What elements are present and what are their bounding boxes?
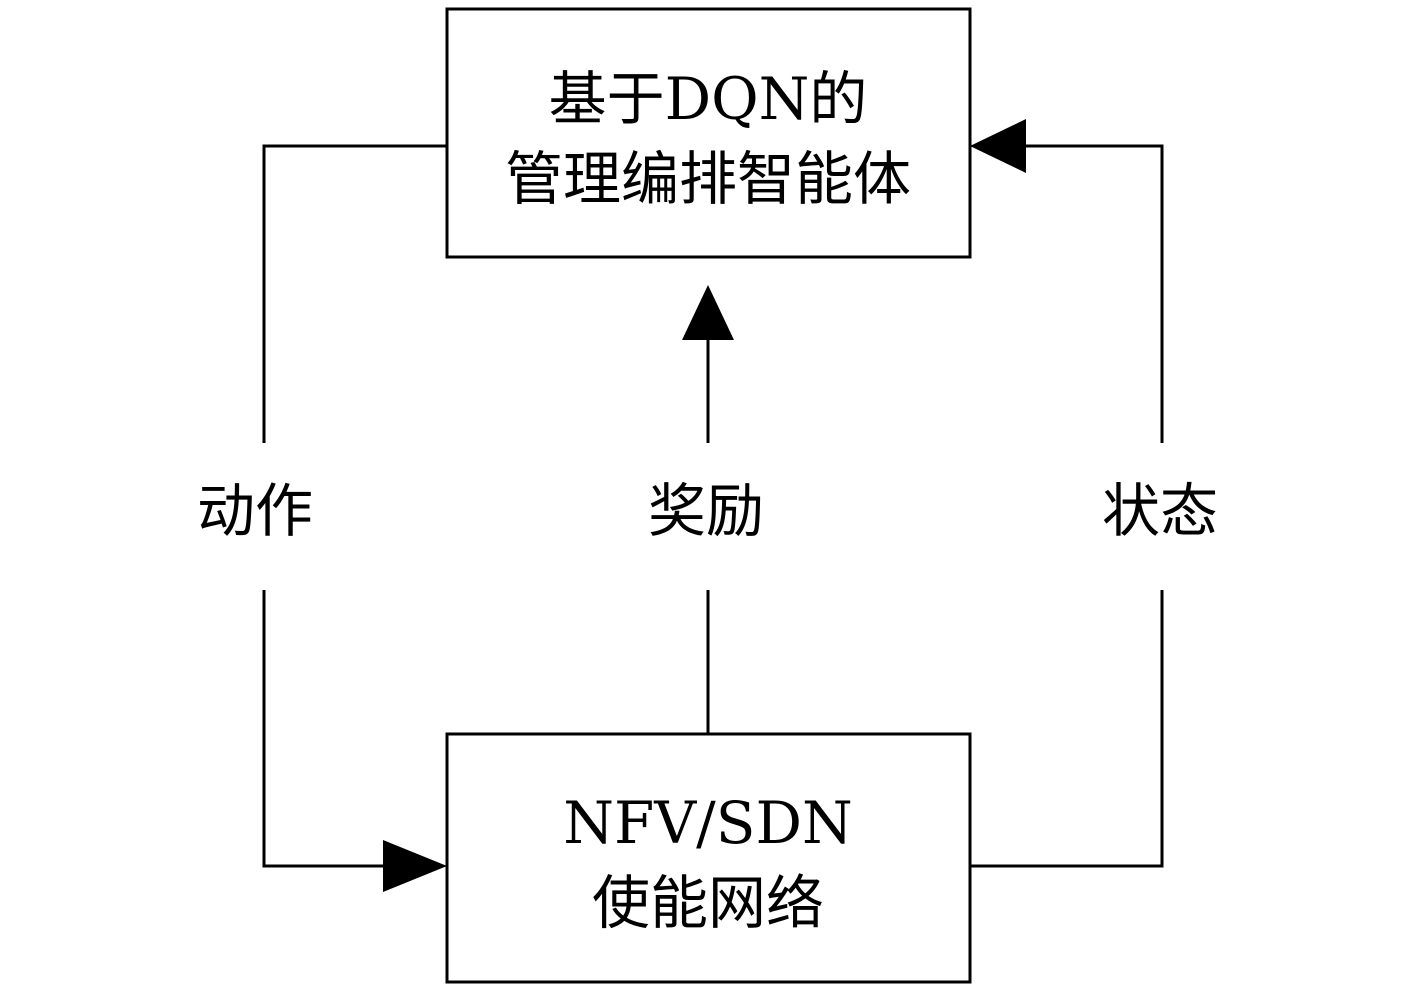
reward-label: 奖励	[648, 477, 764, 545]
state-edge: 状态	[970, 119, 1218, 868]
network-node: NFV/SDN 使能网络	[445, 732, 972, 984]
reward-arrowhead	[682, 285, 734, 340]
network-box	[445, 732, 972, 984]
state-edge-lower	[970, 590, 1164, 868]
state-label: 状态	[1102, 477, 1218, 545]
action-edge-upper	[262, 144, 447, 443]
agent-label-line2: 管理编排智能体	[505, 145, 911, 213]
network-label-line1: NFV/SDN	[563, 789, 852, 857]
state-arrowhead	[970, 119, 1026, 173]
agent-node: 基于DQN的 管理编排智能体	[445, 7, 972, 259]
action-edge-lower	[262, 590, 392, 868]
network-label-line2: 使能网络	[592, 869, 824, 937]
agent-label-line1: 基于DQN的	[549, 65, 868, 133]
action-edge: 动作	[197, 144, 447, 892]
reward-edge: 奖励	[648, 285, 764, 734]
state-edge-upper	[1020, 144, 1164, 443]
action-arrowhead	[383, 840, 447, 892]
action-label: 动作	[197, 477, 313, 545]
agent-box	[445, 7, 972, 259]
